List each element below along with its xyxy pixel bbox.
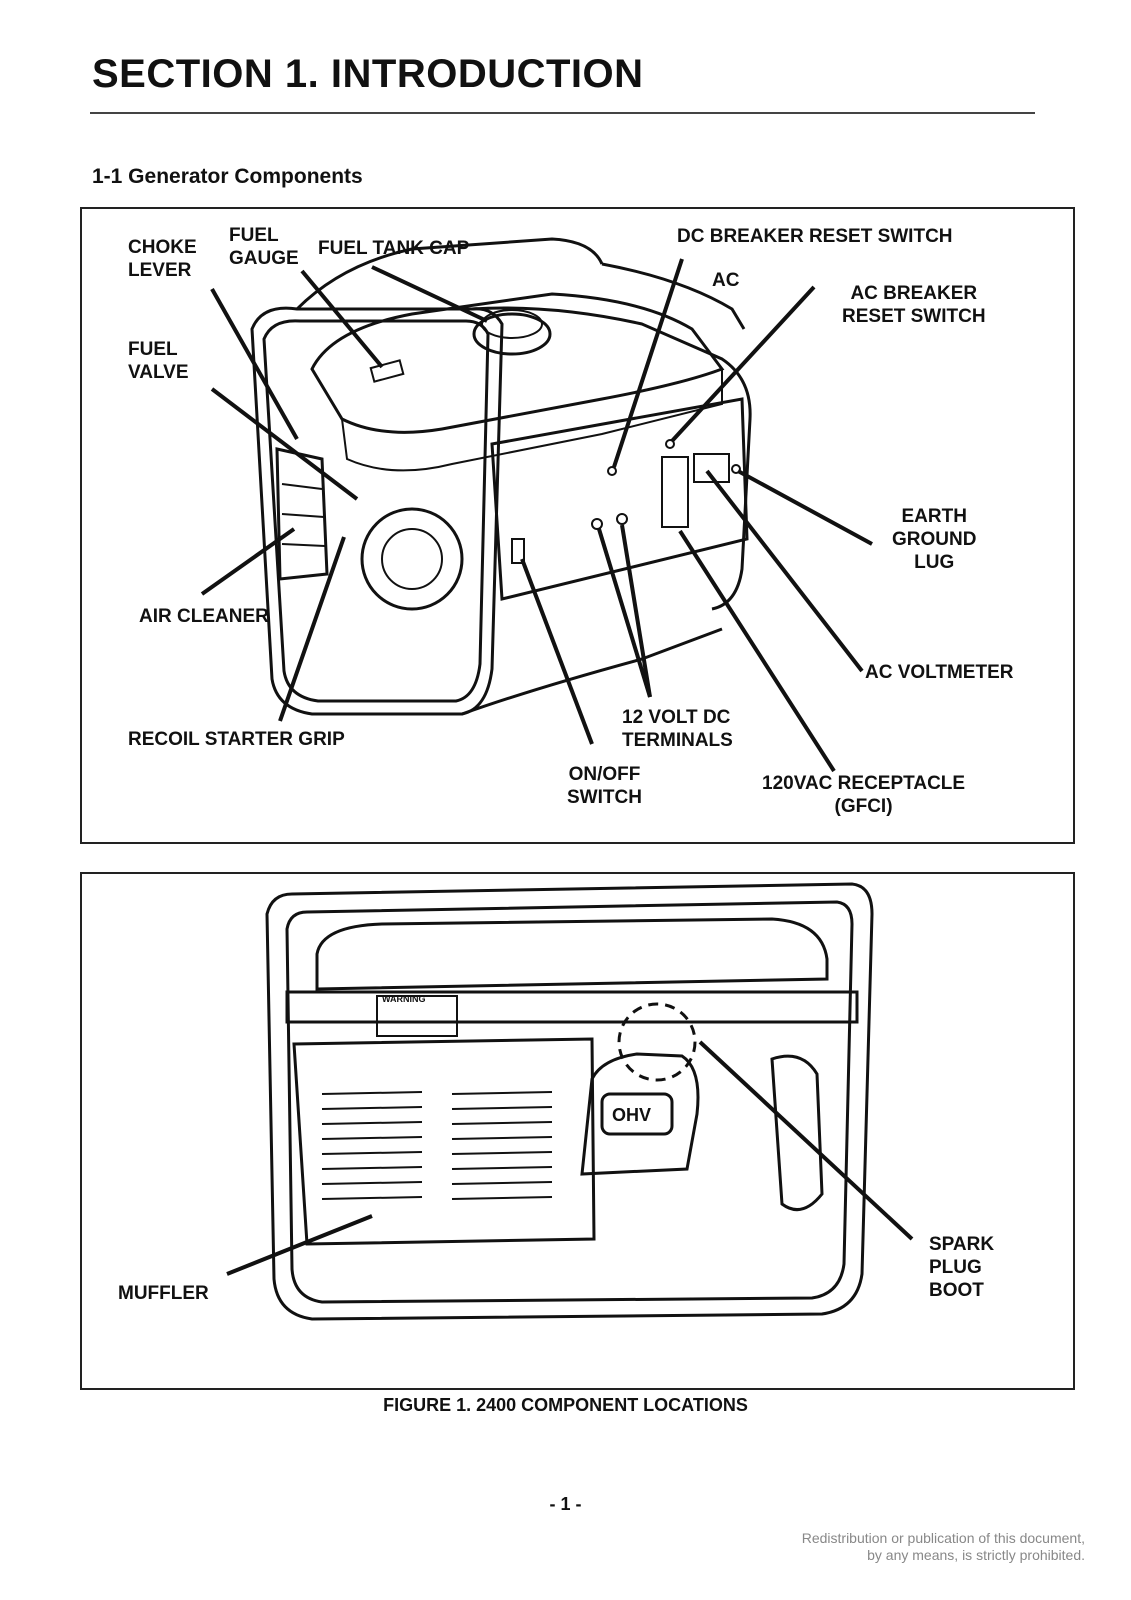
recoil-starter-hub	[381, 528, 443, 590]
label-dc-breaker-reset-switch: DC BREAKER RESET SWITCH	[677, 226, 953, 247]
generator-front-illustration	[200, 237, 873, 773]
label-ac-voltmeter: AC VOLTMETER	[865, 662, 1014, 683]
section-title: SECTION 1. INTRODUCTION	[92, 52, 644, 96]
frame-outer	[265, 882, 874, 1321]
leader-fuel-gauge	[300, 269, 384, 369]
recoil-starter-housing	[360, 507, 464, 611]
title-divider	[90, 112, 1035, 114]
voltmeter-shape	[693, 453, 730, 483]
muffler-shape	[292, 1037, 596, 1246]
leader-ac-voltmeter	[705, 469, 864, 673]
frame-top-tube	[295, 237, 604, 311]
frame-crossbar	[285, 990, 859, 1024]
ground-lug-shape	[731, 464, 741, 474]
page-number: - 1 -	[549, 1494, 582, 1514]
frame-side-tube	[471, 306, 752, 611]
label-muffler: MUFFLER	[118, 1283, 209, 1304]
leader-fuel-valve	[210, 387, 359, 501]
frame-top-tube-rear	[601, 262, 746, 330]
frame-inner	[285, 900, 854, 1304]
leader-recoil-starter	[278, 536, 346, 722]
footer-notice: Redistribution or publication of this do…	[801, 1530, 1085, 1563]
label-120vac-receptacle: 120VAC RECEPTACLE (GFCI)	[762, 773, 966, 817]
fuel-cap-top	[481, 309, 543, 339]
leader-dc-minus	[620, 524, 652, 698]
panel-mark-ac: AC	[712, 270, 740, 291]
leader-muffler	[226, 1214, 373, 1276]
spark-plug-highlight	[617, 1002, 697, 1082]
warning-label-text: WARNING	[382, 994, 426, 1004]
dc-terminal-plus-shape	[591, 518, 603, 530]
leader-air-cleaner	[200, 527, 296, 596]
muffler-louvers	[321, 1091, 553, 1200]
label-earth-ground-lug: EARTH GROUND LUG	[892, 506, 977, 573]
label-on-off-switch: ON/OFF SWITCH	[567, 764, 642, 808]
generator-front-figure: AC CHOKE LEVER FUEL GAUGE FUEL TANK CAP …	[80, 207, 1075, 844]
label-fuel-gauge: FUEL GAUGE	[229, 225, 299, 269]
fuel-gauge-shape	[369, 359, 405, 383]
leader-on-off	[520, 558, 594, 745]
leader-choke-lever	[210, 288, 299, 440]
ac-breaker-shape	[665, 439, 675, 449]
leader-ac-breaker	[670, 285, 816, 443]
label-fuel-tank-cap: FUEL TANK CAP	[318, 238, 470, 259]
fuel-cap-shape	[472, 312, 552, 356]
warning-label-shape	[376, 995, 458, 1037]
label-fuel-valve: FUEL VALVE	[128, 339, 189, 383]
frame-front-tube-inner	[262, 319, 490, 703]
leader-spark-plug-boot	[698, 1040, 914, 1241]
fuel-tank	[310, 292, 725, 434]
label-air-cleaner: AIR CLEANER	[139, 606, 269, 627]
subsection-heading: 1-1 Generator Components	[92, 165, 363, 188]
leader-dc-breaker	[612, 258, 684, 468]
label-spark-plug-boot: SPARK PLUG BOOT	[929, 1234, 995, 1301]
receptacle-shape	[661, 456, 689, 528]
generator-rear-illustration	[226, 882, 914, 1321]
on-off-switch-shape	[511, 538, 525, 564]
label-choke-lever: CHOKE LEVER	[128, 237, 197, 281]
label-ac-breaker-reset-switch: AC BREAKER RESET SWITCH	[842, 283, 986, 327]
engine-head	[580, 1052, 700, 1176]
label-12-volt-dc-terminals: 12 VOLT DC TERMINALS	[622, 707, 733, 751]
leader-dc-plus	[597, 528, 652, 698]
engine-ohv-badge: OHV	[612, 1105, 652, 1125]
ohv-badge-shape	[600, 1092, 674, 1136]
generator-rear-figure: WARNING OHV MUFFLER SPARK PLUG BOOT	[80, 872, 1075, 1390]
control-panel	[490, 397, 749, 601]
air-cleaner-shape	[275, 447, 329, 581]
frame-front-tube	[250, 306, 504, 716]
figure-caption: FIGURE 1. 2400 COMPONENT LOCATIONS	[383, 1395, 748, 1415]
dc-terminal-minus-shape	[616, 513, 628, 525]
label-recoil-starter-grip: RECOIL STARTER GRIP	[128, 729, 345, 750]
fuel-tank-top	[315, 917, 829, 991]
engine-side-part	[770, 1054, 824, 1212]
leader-earth-ground	[737, 469, 873, 546]
frame-base-tube	[461, 627, 723, 716]
dc-breaker-shape	[607, 466, 617, 476]
leader-receptacle	[678, 529, 836, 773]
leader-fuel-tank-cap	[371, 265, 488, 323]
